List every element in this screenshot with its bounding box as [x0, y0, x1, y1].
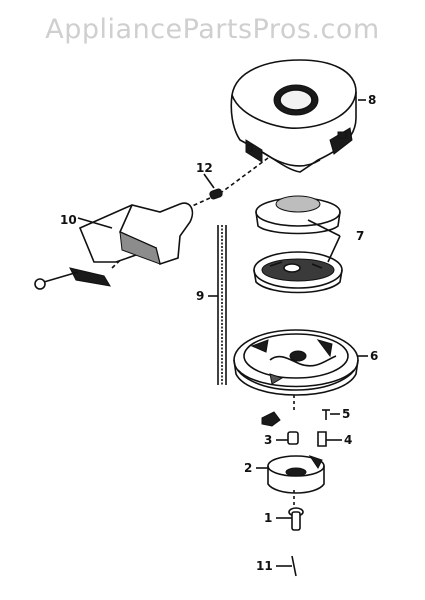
- callout-7: 7: [356, 229, 364, 243]
- callout-9: 9: [196, 289, 204, 303]
- callout-4: 4: [344, 433, 352, 447]
- part-7-cup-pulley[interactable]: [253, 195, 343, 294]
- nut-hardware[interactable]: [261, 411, 281, 427]
- part-3-washer[interactable]: [287, 431, 299, 445]
- leader-lines: [77, 99, 368, 567]
- part-10-handle[interactable]: [34, 202, 194, 290]
- callout-3: 3: [264, 433, 272, 447]
- callout-labels: 8 12 10 7 9 6 5 3 4 2 1 11: [60, 93, 378, 573]
- part-1-screw[interactable]: [288, 507, 304, 531]
- callout-6: 6: [370, 349, 378, 363]
- callout-2: 2: [244, 461, 252, 475]
- callout-8: 8: [368, 93, 376, 107]
- callout-11: 11: [256, 559, 273, 573]
- part-8-housing[interactable]: [230, 59, 357, 173]
- callout-12: 12: [196, 161, 213, 175]
- callout-10: 10: [60, 213, 77, 227]
- part-11-bolt[interactable]: [291, 555, 297, 577]
- callout-5: 5: [342, 407, 350, 421]
- part-6-pulley-wheel[interactable]: [233, 329, 359, 396]
- part-4-clip[interactable]: [317, 431, 327, 447]
- part-5-spring[interactable]: [322, 409, 330, 420]
- watermark: AppliancePartsPros.com: [45, 14, 380, 45]
- part-9-rope[interactable]: [217, 225, 227, 385]
- part-2-ratchet[interactable]: [267, 455, 325, 494]
- callout-1: 1: [264, 511, 272, 525]
- part-12-pin[interactable]: [209, 188, 223, 200]
